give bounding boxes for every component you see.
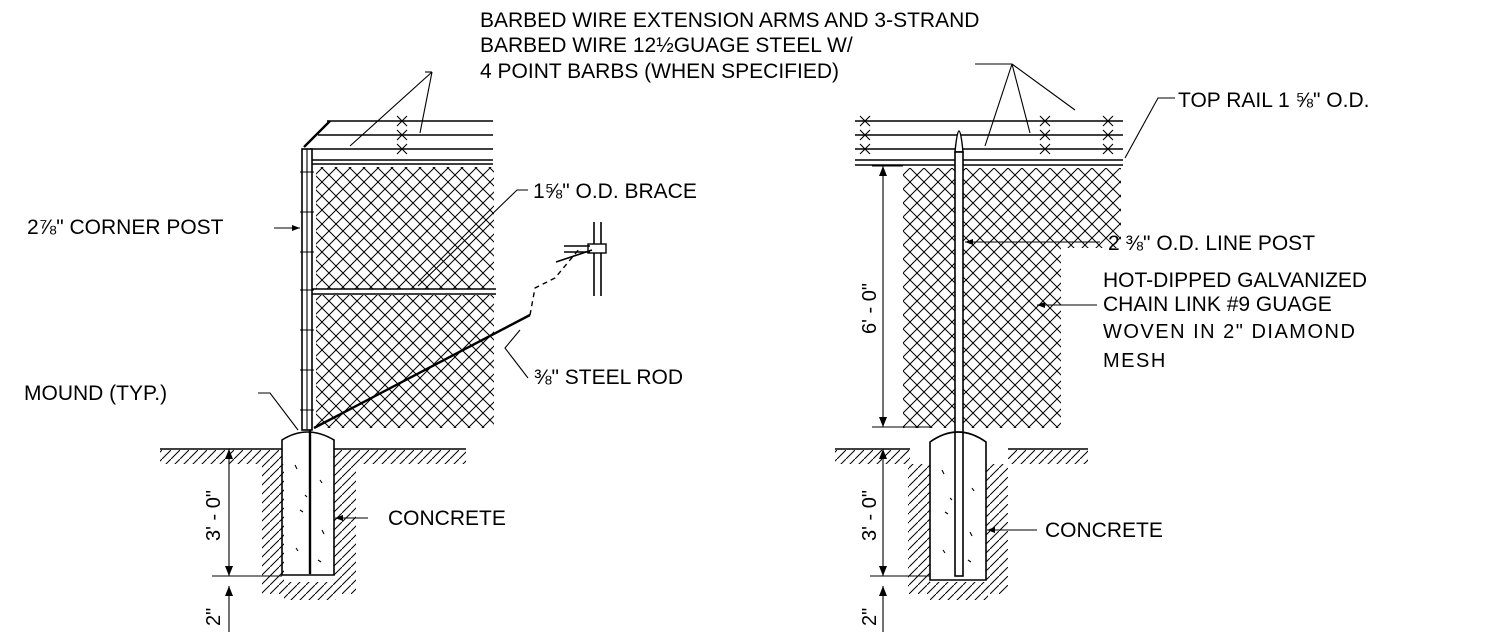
steel-rod-label: ⅜" STEEL ROD <box>534 366 683 389</box>
brace-label: 1⅝" O.D. BRACE <box>533 180 697 203</box>
mesh-label-line2: CHAIN LINK #9 GUAGE <box>1103 293 1332 316</box>
corner-post <box>300 148 314 431</box>
barbed-wire-label-line1: BARBED WIRE EXTENSION ARMS AND 3-STRAND <box>480 9 979 32</box>
left-footing <box>160 430 466 600</box>
concrete-right-label: CONCRETE <box>1045 519 1163 542</box>
line-post-label: 2 ⅜" O.D. LINE POST <box>1108 232 1315 255</box>
top-rail-label: TOP RAIL 1 ⅝" O.D. <box>1178 89 1369 112</box>
right-dimensions <box>870 165 930 632</box>
mesh-label-line4: MESH <box>1103 350 1167 372</box>
corner-post-detail <box>160 71 607 632</box>
right-mesh-upper <box>903 168 1121 248</box>
right-mesh-lower <box>903 248 1061 428</box>
corner-post-label: 2⅞" CORNER POST <box>27 216 224 239</box>
right-bottom-dimension: 2" <box>859 608 881 626</box>
right-height-dimension: 6' - 0" <box>859 283 881 334</box>
line-post <box>954 130 964 577</box>
line-post-detail <box>835 63 1175 632</box>
brace-fitting-detail <box>555 222 607 296</box>
right-depth-dimension: 3' - 0" <box>859 490 881 541</box>
left-mesh-lower <box>316 295 494 428</box>
left-barbed-wires <box>303 115 493 155</box>
left-dimensions <box>212 448 282 632</box>
right-footing <box>835 431 1088 600</box>
left-mesh-upper <box>316 167 494 289</box>
concrete-left-label: CONCRETE <box>388 507 506 530</box>
barbed-wire-label-line3: 4 POINT BARBS (WHEN SPECIFIED) <box>480 60 839 83</box>
right-leaders <box>965 63 1175 533</box>
barbed-wire-label-line2: BARBED WIRE 12½GUAGE STEEL W/ <box>480 34 853 57</box>
left-leaders <box>258 71 529 521</box>
mesh-label-line1: HOT-DIPPED GALVANIZED <box>1103 269 1367 292</box>
left-bottom-dimension: 2" <box>203 608 225 626</box>
mesh-label-line3: WOVEN IN 2" DIAMOND <box>1103 321 1356 343</box>
mound-label: MOUND (TYP.) <box>24 382 167 405</box>
left-depth-dimension: 3' - 0" <box>203 490 225 541</box>
